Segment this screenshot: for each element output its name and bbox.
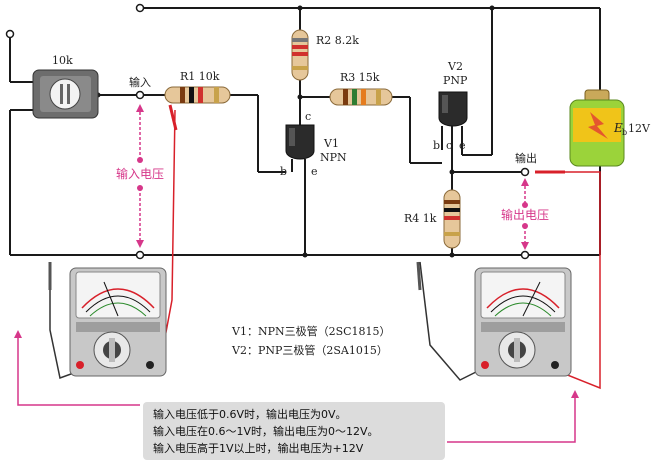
v1-pin-e: e (311, 165, 318, 178)
v1-pin-c: c (305, 110, 311, 123)
battery-voltage: 12V (628, 122, 651, 135)
v2-pin-b: b (433, 139, 440, 152)
output-voltage-label: 输出电压 (501, 207, 549, 222)
v2-name: V2 (447, 60, 463, 73)
resistor-r4: R4 1k (404, 189, 461, 249)
output-voltage-arrow (521, 178, 529, 250)
terminals (5, 3, 530, 260)
transistor-legend: V1：NPN三极管（2SC1815） V2：PNP三极管（2SA1015） (232, 322, 391, 360)
v2-pin-e: e (459, 139, 466, 152)
resistor-r2: R2 8.2k (291, 29, 359, 81)
multimeter-left (69, 267, 167, 377)
multimeter-right (474, 267, 572, 377)
r1-label: R1 10k (180, 70, 220, 83)
r2-label: R2 8.2k (316, 34, 359, 47)
r3-label: R3 15k (340, 71, 380, 84)
probe-leads (14, 104, 601, 443)
notes-box: 输入电压低于0.6V时，输出电压为0V。 输入电压在0.6～1V时，输出电压为0… (143, 402, 445, 460)
v1-type: NPN (320, 151, 347, 164)
v1-name: V1 (323, 137, 339, 150)
v2-pin-c: c (446, 139, 452, 152)
r4-label: R4 1k (404, 212, 437, 225)
transistor-v2: V2 PNP b c e (433, 60, 468, 152)
potentiometer: 10k (32, 54, 99, 119)
battery-subscript: b (622, 128, 627, 137)
resistor-r1: R1 10k (164, 70, 231, 104)
battery-symbol: E (613, 121, 623, 135)
input-voltage-arrow (136, 104, 144, 248)
resistor-r3: R3 15k (329, 71, 393, 106)
output-terminal-label: 输出 (515, 151, 537, 165)
note-line-1: 输入电压低于0.6V时，输出电压为0V。 (153, 408, 347, 421)
v1-pin-b: b (280, 165, 287, 178)
input-voltage-label: 输入电压 (116, 166, 164, 181)
pot-label: 10k (52, 54, 73, 67)
note-line-3: 输入电压高于1V以上时，输出电压为+12V (153, 442, 364, 455)
note-line-2: 输入电压在0.6～1V时，输出电压为0～12V。 (153, 425, 379, 438)
legend-v2: V2：PNP三极管（2SA1015） (232, 344, 388, 357)
legend-v1: V1：NPN三极管（2SC1815） (232, 325, 391, 338)
v2-type: PNP (443, 74, 468, 87)
battery: E b 12V (569, 89, 651, 167)
input-terminal-label: 输入 (129, 75, 151, 89)
transistor-v1: c b e V1 NPN (280, 110, 347, 178)
